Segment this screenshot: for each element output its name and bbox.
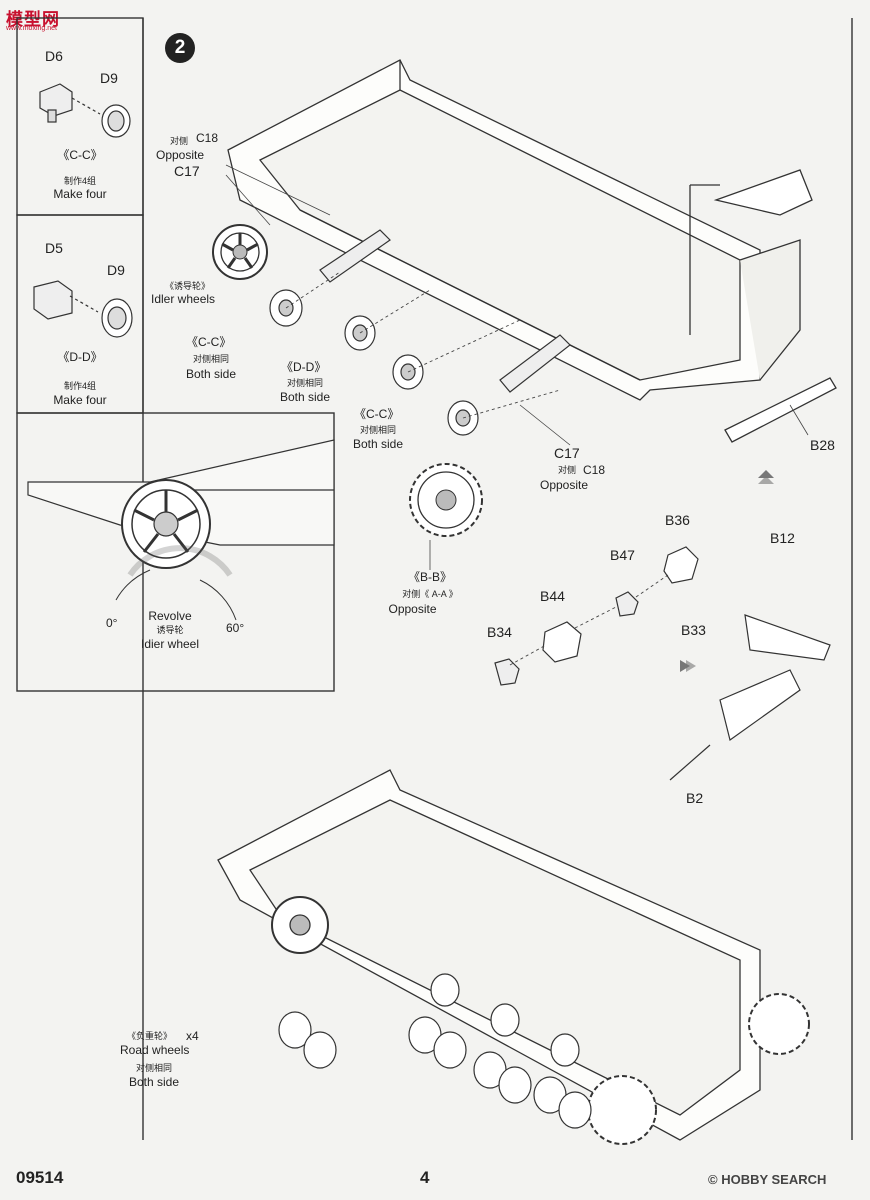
- cc1-label: 《C-C》: [186, 335, 232, 349]
- road-wheels-zh: 《负重轮》: [127, 1031, 173, 1041]
- inset-dd-make-zh: 制作4组: [63, 381, 96, 391]
- cc1-zh: 对侧相同: [193, 354, 230, 364]
- step-number: 2: [165, 33, 195, 63]
- upper-hull-drawing: [227, 59, 837, 443]
- part-b44: B44: [540, 588, 565, 604]
- site-logo-url: www.moxing.net: [6, 25, 57, 32]
- inset-idler-drawing: [27, 439, 335, 621]
- inset-box-idler: [16, 412, 335, 692]
- page-number: 4: [420, 1168, 430, 1187]
- cc2-zh: 对侧相同: [360, 425, 397, 435]
- part-b33: B33: [681, 622, 706, 638]
- dd-zh: 对侧相同: [287, 378, 324, 388]
- inset-dd-part-a: D5: [45, 240, 63, 256]
- lower-road-wheels: [278, 973, 592, 1129]
- inset-idler-angle-60: 60°: [226, 621, 245, 635]
- inset-dd-parts: [33, 280, 133, 338]
- road-wheels-label: Road wheels: [120, 1043, 190, 1057]
- part-b47: B47: [610, 547, 635, 563]
- idler-wheels-label: Idler wheels: [151, 292, 216, 306]
- inset-cc-make-zh: 制作4组: [63, 176, 96, 186]
- part-b12: B12: [770, 530, 795, 546]
- opposite-top-label: Opposite: [156, 148, 205, 162]
- site-logo: 模型网: [6, 10, 60, 29]
- inset-idler-angle-0: 0°: [106, 616, 118, 630]
- watermark-brand: © HOBBY SEARCH: [708, 1172, 827, 1187]
- inset-dd-part-b: D9: [107, 262, 125, 278]
- inset-dd-label: 《D-D》: [57, 350, 103, 364]
- road-wheels-x4: x4: [186, 1029, 199, 1043]
- cc2-label: 《C-C》: [354, 407, 400, 421]
- part-b36: B36: [665, 512, 690, 528]
- part-b2: B2: [686, 790, 704, 806]
- bb-en: Opposite: [388, 602, 437, 616]
- inset-idler-revolve-zh: 诱导轮: [156, 625, 184, 635]
- cc2-en: Both side: [353, 437, 404, 451]
- cc1-en: Both side: [186, 367, 237, 381]
- dd-label: 《D-D》: [281, 360, 327, 374]
- inset-dd-make-en: Make four: [53, 393, 107, 407]
- inset-cc-label: 《C-C》: [57, 148, 103, 162]
- inset-cc-part-a: D6: [45, 48, 63, 64]
- lower-hull-drawing: [217, 769, 810, 1145]
- direction-arrows: [680, 470, 774, 672]
- c17-mid-label: C17: [554, 445, 580, 461]
- sprocket-subparts: [494, 546, 831, 781]
- bb-label: 《B-B》: [407, 570, 452, 584]
- bb-zh: 对侧《 A-A 》: [402, 589, 458, 599]
- road-both-zh: 对侧相同: [136, 1063, 173, 1073]
- idler-wheel-drawing: [212, 224, 268, 280]
- kit-code: 09514: [16, 1168, 64, 1187]
- callout-lines: [225, 164, 809, 570]
- c18-top-zh: 对侧: [170, 136, 189, 146]
- part-b28: B28: [810, 437, 835, 453]
- inset-cc-parts: [39, 83, 131, 138]
- dd-en: Both side: [280, 390, 331, 404]
- leader-lines: [285, 271, 669, 666]
- inset-idler-revolve: Revolve: [148, 609, 192, 623]
- idler-wheels-zh: 《诱导轮》: [165, 281, 211, 291]
- c18-mid-zh: 对侧: [558, 465, 577, 475]
- sprocket-drawing: [409, 463, 483, 537]
- c17-top-label: C17: [174, 163, 200, 179]
- part-b34: B34: [487, 624, 512, 640]
- c18-top-label: C18: [196, 131, 219, 145]
- inset-cc-part-b: D9: [100, 70, 118, 86]
- road-both-en: Both side: [129, 1075, 180, 1089]
- inset-cc-make-en: Make four: [53, 187, 107, 201]
- opposite-mid-label: Opposite: [540, 478, 589, 492]
- c18-mid-label: C18: [583, 463, 606, 477]
- torsion-arms: [319, 229, 571, 393]
- inset-idler-wheel: Idier wheel: [140, 637, 200, 651]
